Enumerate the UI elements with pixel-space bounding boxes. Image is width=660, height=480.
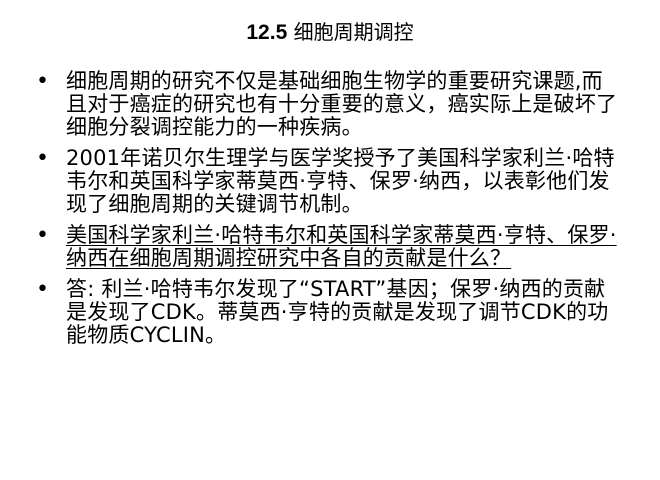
bullet-marker: • bbox=[36, 69, 50, 94]
bullet-text: 2001年诺贝尔生理学与医学奖授予了美国科学家利兰·哈特韦尔和英国科学家蒂莫西·… bbox=[66, 146, 615, 216]
slide-title: 12.5 细胞周期调控 bbox=[0, 18, 660, 47]
bullet-text-question: 美国科学家利兰·哈特韦尔和英国科学家蒂莫西·亨特、保罗·纳西在细胞周期调控研究中… bbox=[66, 223, 617, 270]
bullet-item-2: • 2001年诺贝尔生理学与医学奖授予了美国科学家利兰·哈特韦尔和英国科学家蒂莫… bbox=[0, 147, 622, 216]
bullet-item-4: • 答: 利兰·哈特韦尔发现了“START”基因；保罗·纳西的贡献是发现了CDK… bbox=[0, 278, 622, 347]
bullet-item-3: • 美国科学家利兰·哈特韦尔和英国科学家蒂莫西·亨特、保罗·纳西在细胞周期调控研… bbox=[0, 224, 622, 270]
bullet-text-answer: 答: 利兰·哈特韦尔发现了“START”基因；保罗·纳西的贡献是发现了CDK。蒂… bbox=[66, 277, 609, 347]
bullet-list: • 细胞周期的研究不仅是基础细胞生物学的重要研究课题,而且对于癌症的研究也有十分… bbox=[0, 70, 660, 355]
bullet-text: 细胞周期的研究不仅是基础细胞生物学的重要研究课题,而且对于癌症的研究也有十分重要… bbox=[66, 69, 618, 139]
bullet-marker: • bbox=[36, 223, 50, 248]
title-number: 12.5 bbox=[246, 21, 288, 44]
bullet-marker: • bbox=[36, 277, 50, 302]
bullet-item-1: • 细胞周期的研究不仅是基础细胞生物学的重要研究课题,而且对于癌症的研究也有十分… bbox=[0, 70, 622, 139]
bullet-marker: • bbox=[36, 146, 50, 171]
title-text: 细胞周期调控 bbox=[293, 20, 414, 44]
